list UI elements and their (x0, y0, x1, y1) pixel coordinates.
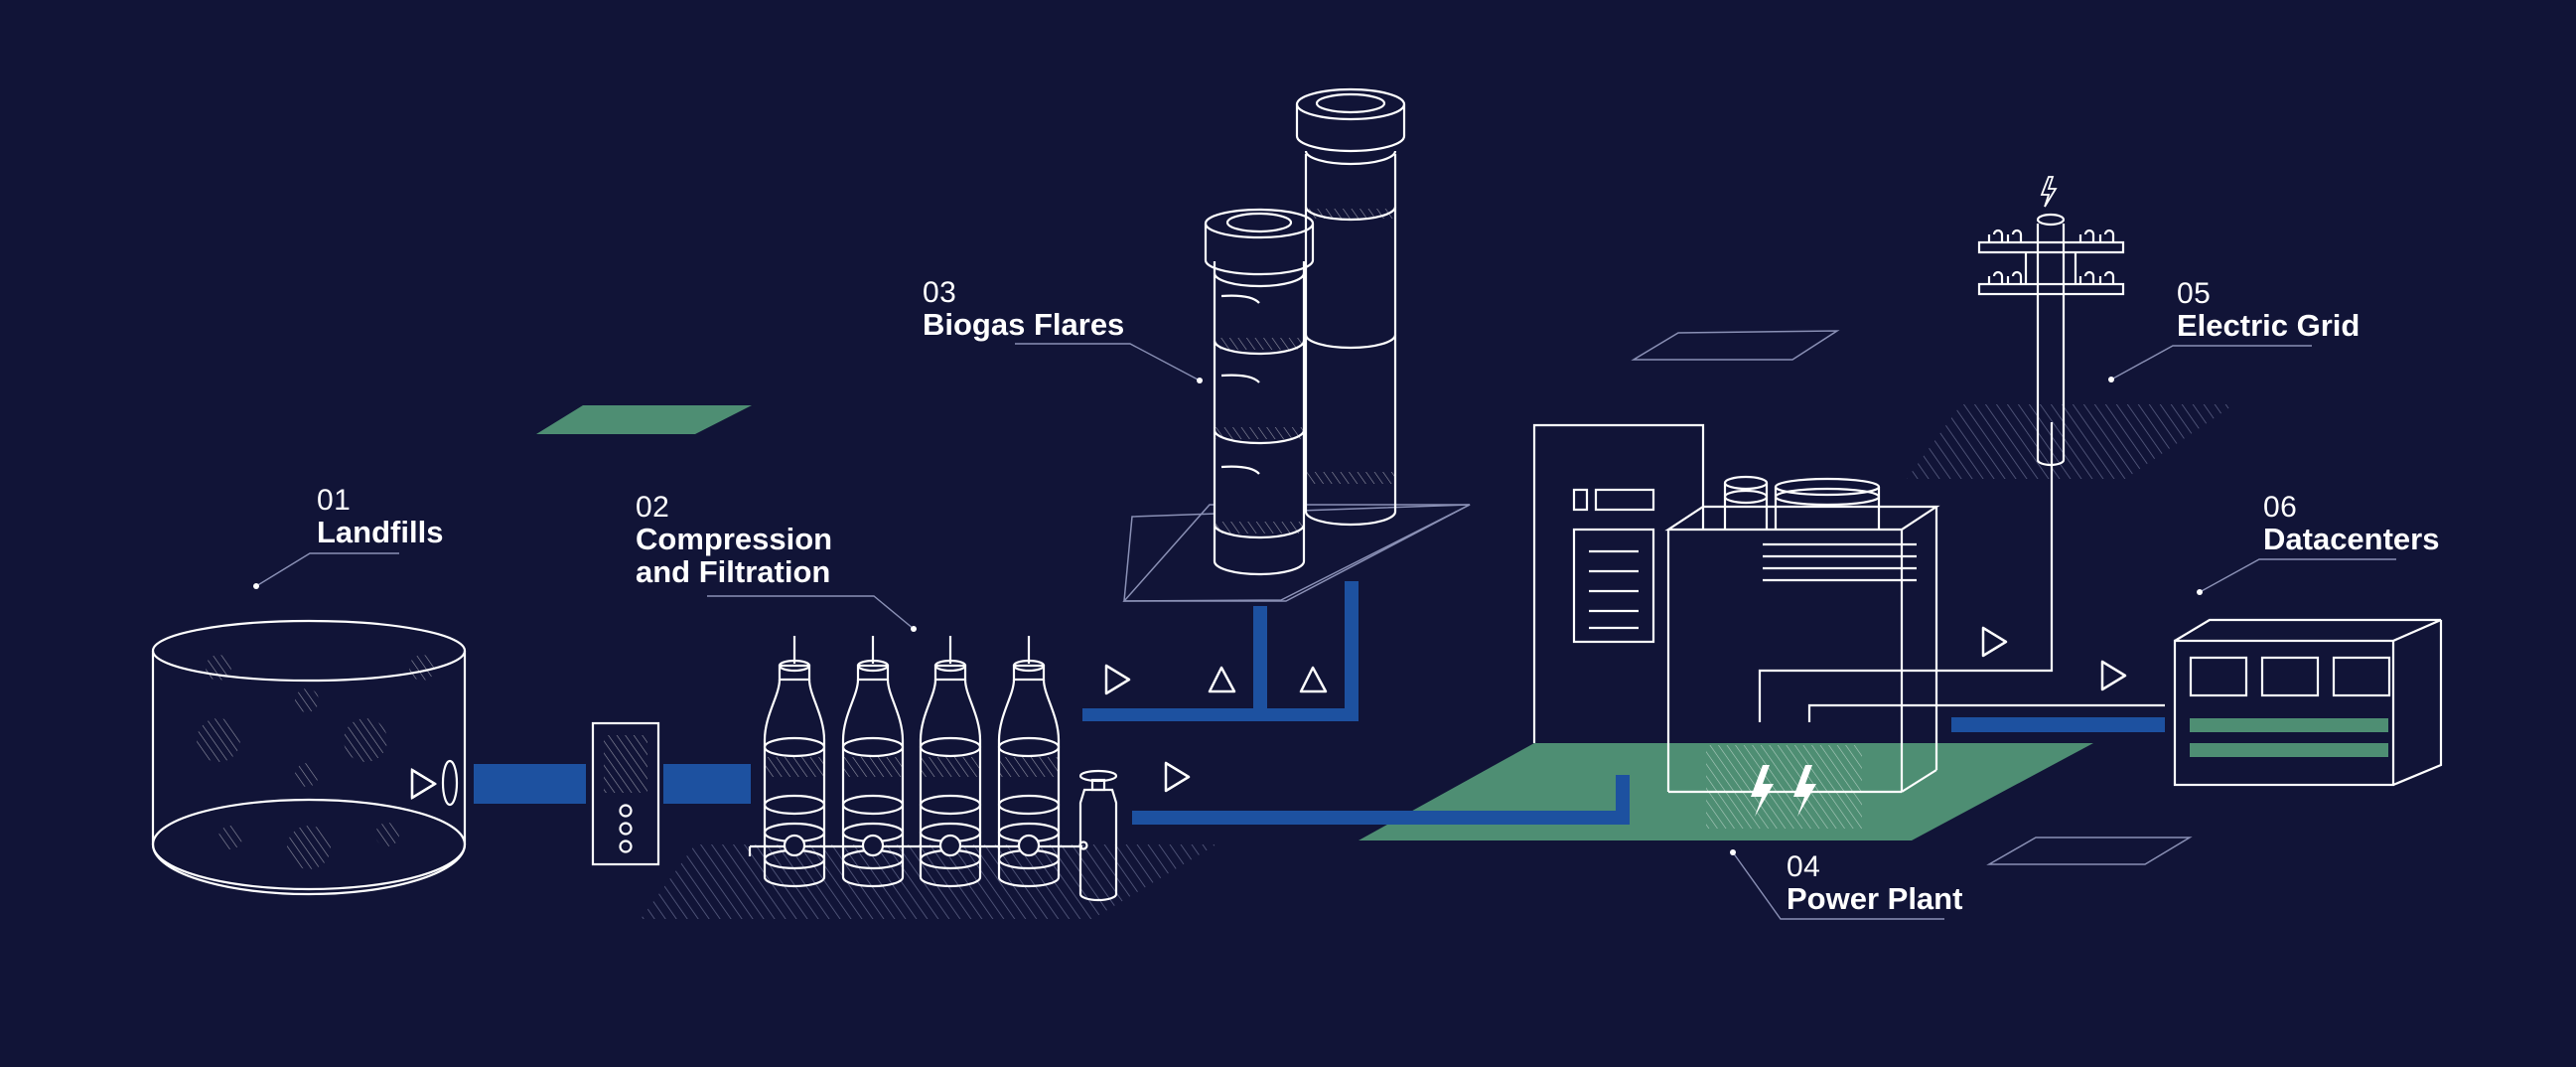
stage-number: 03 (923, 276, 957, 309)
stage-label-power-plant: 04 Power Plant (1787, 851, 1962, 916)
datacenter-icon (2173, 618, 2443, 787)
stage-title: Compression and Filtration (636, 521, 833, 589)
stage-number: 05 (2177, 277, 2212, 310)
lightning-icon (1751, 765, 1816, 817)
floor-plate (1986, 837, 2193, 865)
gas-cylinder-icon (841, 636, 905, 888)
floor-plate (1123, 504, 1471, 602)
stage-label-datacenters: 06 Datacenters (2263, 492, 2439, 556)
power-pole-icon (1977, 176, 2125, 467)
small-gas-cylinder-icon (1078, 769, 1118, 902)
power-plant-icon (1532, 422, 2165, 829)
stage-title: Power Plant (1787, 880, 1963, 916)
stage-title: Biogas Flares (923, 306, 1125, 342)
floor-hatch (1907, 404, 2234, 479)
stage-title: Electric Grid (2177, 307, 2361, 343)
leader-lines (255, 343, 2396, 920)
stage-number: 04 (1787, 850, 1821, 883)
stage-label-biogas-flares: 03 Biogas Flares (923, 277, 1124, 342)
gas-cylinder-icon (763, 636, 826, 888)
stage-number: 06 (2263, 491, 2298, 524)
floor-plate (1631, 330, 1840, 361)
stage-label-compression: 02 Compression and Filtration (636, 492, 832, 589)
accent-plate (536, 405, 752, 434)
gas-cylinder-icon (919, 636, 982, 888)
gas-cylinder-group (748, 636, 1118, 902)
stage-number: 01 (317, 484, 352, 517)
floor-hatch (641, 844, 1216, 919)
stage-title: Datacenters (2263, 521, 2440, 556)
filter-unit-icon (591, 721, 660, 866)
landfill-icon (151, 619, 467, 896)
stage-number: 02 (636, 491, 670, 524)
leader-dots (253, 377, 2203, 855)
gas-cylinder-icon (997, 636, 1061, 888)
stage-title: Landfills (317, 514, 444, 549)
pipes (474, 581, 2165, 825)
flare-stack-icon (1122, 87, 1471, 602)
stage-label-electric-grid: 05 Electric Grid (2177, 278, 2360, 343)
stage-label-landfills: 01 Landfills (317, 485, 443, 549)
